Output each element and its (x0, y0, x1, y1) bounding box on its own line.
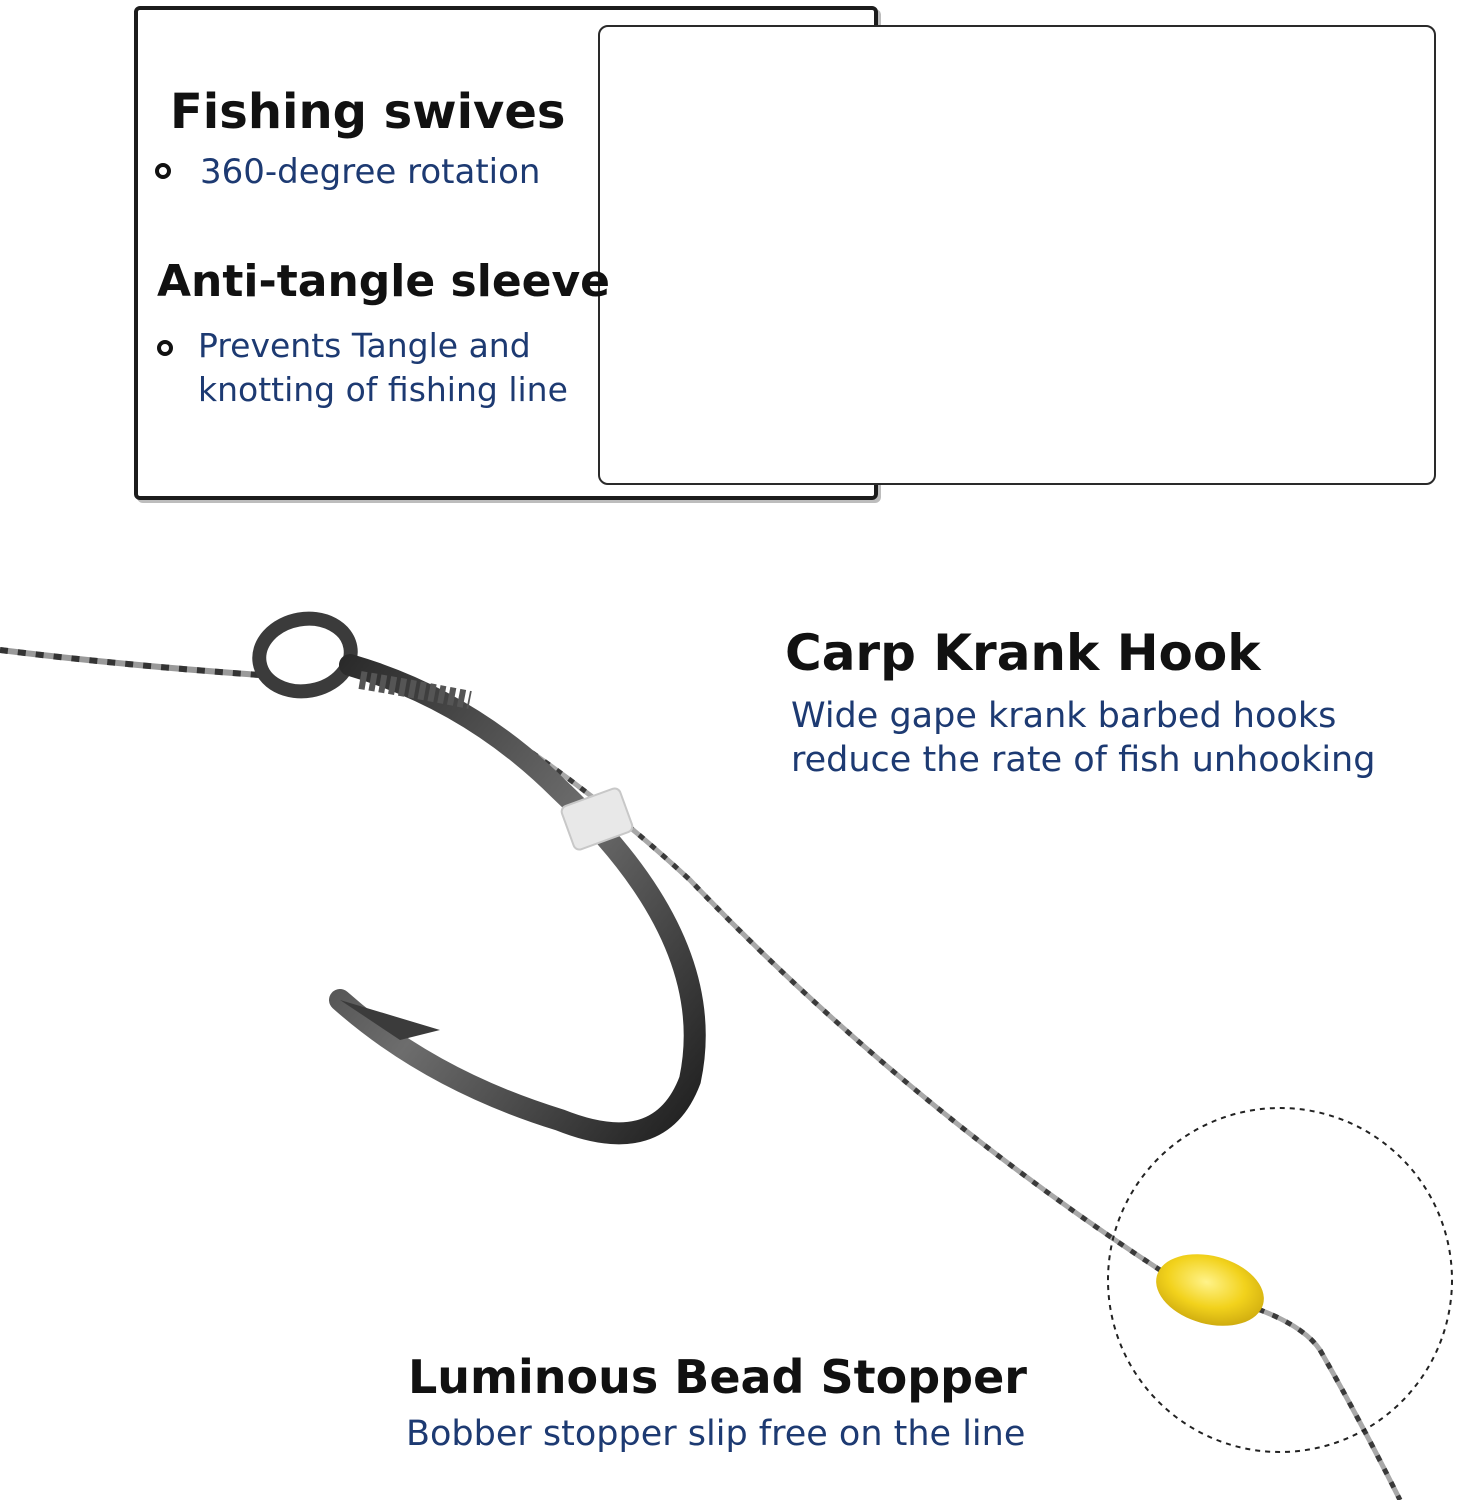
sleeve-bullet-line2: knotting of fishing line (198, 370, 568, 409)
bead-desc: Bobber stopper slip free on the line (406, 1414, 1026, 1454)
bullet-circle-icon (155, 163, 171, 179)
bullet-circle-icon (157, 340, 173, 356)
swivel-title: Fishing swives (170, 84, 566, 140)
sleeve-title: Anti-tangle sleeve (157, 256, 611, 307)
carp-krank-hook (252, 611, 706, 1145)
bead-stopper (1107, 1107, 1453, 1453)
bead-title: Luminous Bead Stopper (408, 1350, 1027, 1404)
hook-desc-line1: Wide gape krank barbed hooks (791, 696, 1337, 736)
swivel-image-panel (598, 25, 1436, 485)
sleeve-bullet-line1: Prevents Tangle and (198, 326, 531, 365)
swivel-bullet-text: 360-degree rotation (200, 152, 541, 192)
hook-title: Carp Krank Hook (785, 624, 1261, 682)
hook-desc-line2: reduce the rate of fish unhooking (791, 740, 1376, 780)
